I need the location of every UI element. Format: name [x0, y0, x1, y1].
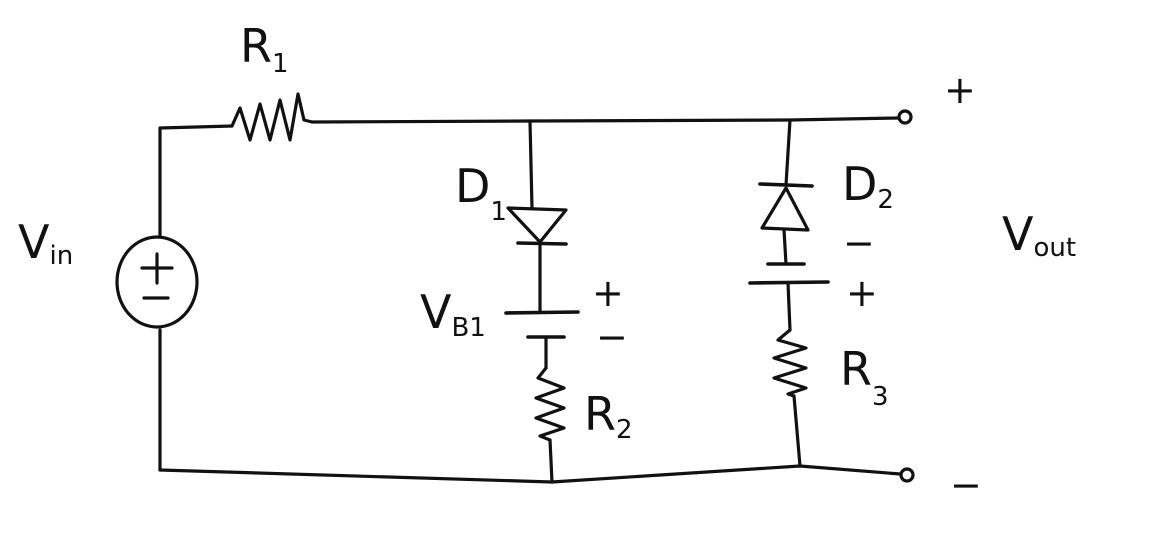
diode-d2 — [758, 182, 814, 232]
label-d2: D2 — [842, 157, 894, 215]
d2-battery-plus-label: + — [846, 271, 878, 315]
label-vin: Vin — [18, 215, 73, 271]
battery-vb1-long-plate — [504, 310, 580, 315]
d2-battery-minus-label: − — [843, 221, 875, 265]
label-vout: Vout — [1002, 207, 1076, 263]
voltage-source-vin — [115, 235, 199, 329]
vout-minus-label: − — [950, 463, 982, 507]
wire-branch1-top — [528, 119, 534, 210]
label-d1: D1 — [455, 159, 507, 227]
battery-d2-long-plate — [748, 280, 830, 285]
wire-branch2-battery-to-r3 — [786, 281, 792, 332]
output-terminal-positive — [897, 109, 913, 125]
label-r2: R2 — [584, 387, 633, 445]
wire-branch1-r2-to-bottom — [548, 438, 554, 484]
wire-branch2-diode-to-battery — [782, 228, 788, 266]
diode-d2-triangle — [760, 186, 810, 232]
voltage-source-circle — [115, 235, 199, 329]
diode-d1-triangle — [506, 206, 568, 244]
wire-bottom — [158, 464, 902, 484]
diode-d1-bar — [516, 241, 568, 246]
resistor-r2 — [534, 366, 566, 442]
wire-left-top — [158, 124, 234, 238]
label-vb1: VB1 — [420, 285, 486, 343]
voltage-source-plus-sign — [140, 252, 174, 285]
wires — [158, 116, 902, 484]
diode-d2-bar — [758, 182, 814, 188]
label-r3: R3 — [840, 342, 889, 412]
battery-d2-series — [748, 262, 830, 285]
vout-plus-label: + — [944, 68, 976, 112]
vb1-minus-label: − — [596, 315, 628, 359]
wire-branch2-top — [784, 118, 792, 187]
resistor-r3 — [772, 328, 808, 398]
output-terminal-negative — [899, 467, 915, 483]
label-r1: R1 — [240, 19, 289, 79]
vb1-plus-label: + — [592, 271, 624, 315]
wire-top — [310, 116, 900, 124]
resistor-r1 — [230, 92, 314, 142]
wire-branch2-r3-to-bottom — [792, 394, 802, 468]
diode-d1 — [506, 206, 568, 246]
battery-vb1 — [504, 310, 580, 339]
